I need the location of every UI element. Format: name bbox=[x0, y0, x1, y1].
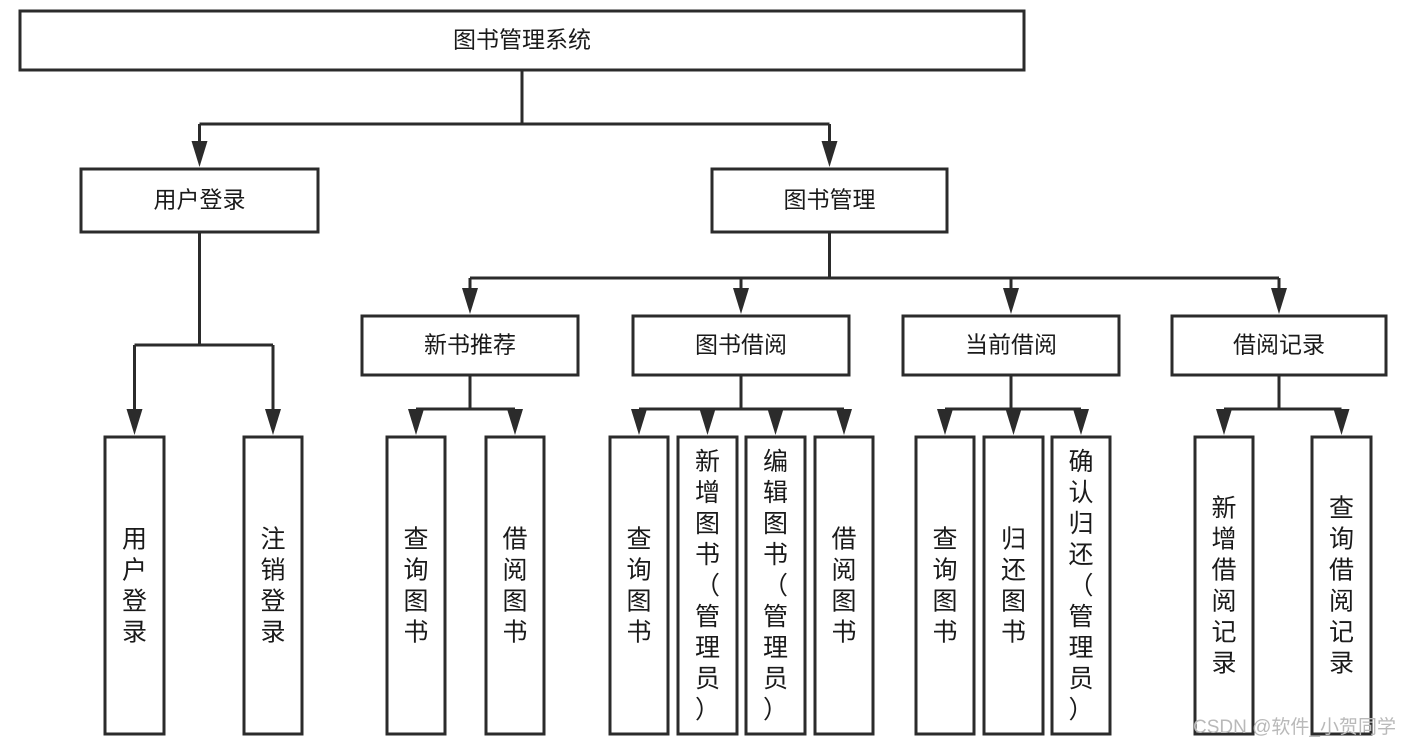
nodes-layer: 图书管理系统用户登录图书管理新书推荐图书借阅当前借阅借阅记录用户登录注销登录查询… bbox=[18, 9, 1388, 736]
connector-arrowhead bbox=[767, 409, 784, 435]
connector-arrowhead bbox=[507, 409, 523, 435]
node-box[interactable] bbox=[103, 435, 166, 736]
node-leaf-logout-login[interactable]: 注销登录 bbox=[242, 435, 304, 736]
connector-arrowhead bbox=[821, 141, 838, 167]
node-box[interactable] bbox=[484, 435, 546, 736]
node-label: 新书推荐 bbox=[424, 332, 516, 358]
connector-arrowhead bbox=[699, 409, 716, 435]
connector-arrowhead bbox=[1271, 288, 1287, 314]
node-box[interactable] bbox=[1193, 435, 1255, 736]
node-leaf-query-book-2[interactable]: 查询图书 bbox=[608, 435, 670, 736]
node-label: 用户登录 bbox=[122, 526, 147, 647]
connector-arrowhead bbox=[126, 409, 143, 435]
node-label: 新增借阅记录 bbox=[1211, 495, 1236, 678]
connector-arrowhead bbox=[1005, 409, 1022, 435]
node-leaf-borrow-book-2[interactable]: 借阅图书 bbox=[813, 435, 875, 736]
node-box[interactable] bbox=[982, 435, 1045, 736]
node-leaf-add-book-admin[interactable]: 新增图书（管理员） bbox=[676, 435, 739, 736]
node-current-borrow[interactable]: 当前借阅 bbox=[901, 314, 1121, 377]
node-label: 借阅图书 bbox=[831, 526, 856, 647]
connector-arrowhead bbox=[265, 409, 281, 435]
node-box[interactable] bbox=[385, 435, 447, 736]
node-box[interactable] bbox=[242, 435, 304, 736]
node-label: 当前借阅 bbox=[965, 332, 1057, 358]
node-leaf-query-borrow-record[interactable]: 查询借阅记录 bbox=[1310, 435, 1373, 736]
node-box[interactable] bbox=[901, 314, 1121, 377]
node-label: 查询图书 bbox=[932, 526, 957, 647]
node-label: 新增图书（管理员） bbox=[695, 448, 720, 724]
node-box[interactable] bbox=[360, 314, 580, 377]
node-root[interactable]: 图书管理系统 bbox=[18, 9, 1026, 72]
connector-arrowhead bbox=[1073, 409, 1089, 435]
node-label: 借阅记录 bbox=[1233, 332, 1325, 358]
node-leaf-add-borrow-record[interactable]: 新增借阅记录 bbox=[1193, 435, 1255, 736]
connector-arrowhead bbox=[631, 409, 647, 435]
node-book-manage[interactable]: 图书管理 bbox=[710, 167, 949, 234]
node-leaf-return-book[interactable]: 归还图书 bbox=[982, 435, 1045, 736]
node-label: 归还图书 bbox=[1001, 526, 1026, 647]
node-box[interactable] bbox=[710, 167, 949, 234]
node-label: 查询图书 bbox=[403, 526, 428, 647]
node-label: 确认归还（管理员） bbox=[1068, 448, 1093, 724]
connector-arrowhead bbox=[836, 409, 852, 435]
node-label: 图书管理 bbox=[784, 187, 876, 213]
node-label: 查询借阅记录 bbox=[1329, 495, 1354, 678]
node-box[interactable] bbox=[1310, 435, 1373, 736]
node-leaf-query-book-1[interactable]: 查询图书 bbox=[385, 435, 447, 736]
connector-arrowhead bbox=[937, 409, 953, 435]
node-box[interactable] bbox=[813, 435, 875, 736]
node-label: 图书管理系统 bbox=[453, 27, 591, 53]
node-new-book-rec[interactable]: 新书推荐 bbox=[360, 314, 580, 377]
node-leaf-query-book-3[interactable]: 查询图书 bbox=[914, 435, 976, 736]
node-box[interactable] bbox=[914, 435, 976, 736]
node-box[interactable] bbox=[79, 167, 320, 234]
node-label: 借阅图书 bbox=[502, 526, 527, 647]
node-leaf-edit-book-admin[interactable]: 编辑图书（管理员） bbox=[744, 435, 807, 736]
node-label: 查询图书 bbox=[626, 526, 651, 647]
connector-arrowhead bbox=[462, 288, 478, 314]
node-label: 图书借阅 bbox=[695, 332, 787, 358]
connector-arrowhead bbox=[1333, 409, 1350, 435]
connector-arrowhead bbox=[408, 409, 424, 435]
node-borrow-record[interactable]: 借阅记录 bbox=[1170, 314, 1388, 377]
connector-arrowhead bbox=[1003, 288, 1019, 314]
node-book-borrow[interactable]: 图书借阅 bbox=[631, 314, 851, 377]
connectors-layer bbox=[126, 70, 1350, 435]
node-box[interactable] bbox=[1050, 435, 1112, 736]
node-box[interactable] bbox=[631, 314, 851, 377]
node-leaf-borrow-book-1[interactable]: 借阅图书 bbox=[484, 435, 546, 736]
node-label: 用户登录 bbox=[154, 187, 246, 213]
node-box[interactable] bbox=[18, 9, 1026, 72]
csdn-watermark: CSDN @软件_小贺同学 bbox=[1193, 716, 1396, 738]
node-user-login[interactable]: 用户登录 bbox=[79, 167, 320, 234]
node-box[interactable] bbox=[676, 435, 739, 736]
node-label: 注销登录 bbox=[260, 526, 285, 647]
connector-arrowhead bbox=[1216, 409, 1232, 435]
node-leaf-user-login[interactable]: 用户登录 bbox=[103, 435, 166, 736]
connector-arrowhead bbox=[733, 288, 749, 314]
node-box[interactable] bbox=[608, 435, 670, 736]
node-leaf-confirm-return-admin[interactable]: 确认归还（管理员） bbox=[1050, 435, 1112, 736]
node-label: 编辑图书（管理员） bbox=[763, 448, 788, 724]
connector-arrowhead bbox=[191, 141, 208, 167]
node-box[interactable] bbox=[1170, 314, 1388, 377]
node-box[interactable] bbox=[744, 435, 807, 736]
